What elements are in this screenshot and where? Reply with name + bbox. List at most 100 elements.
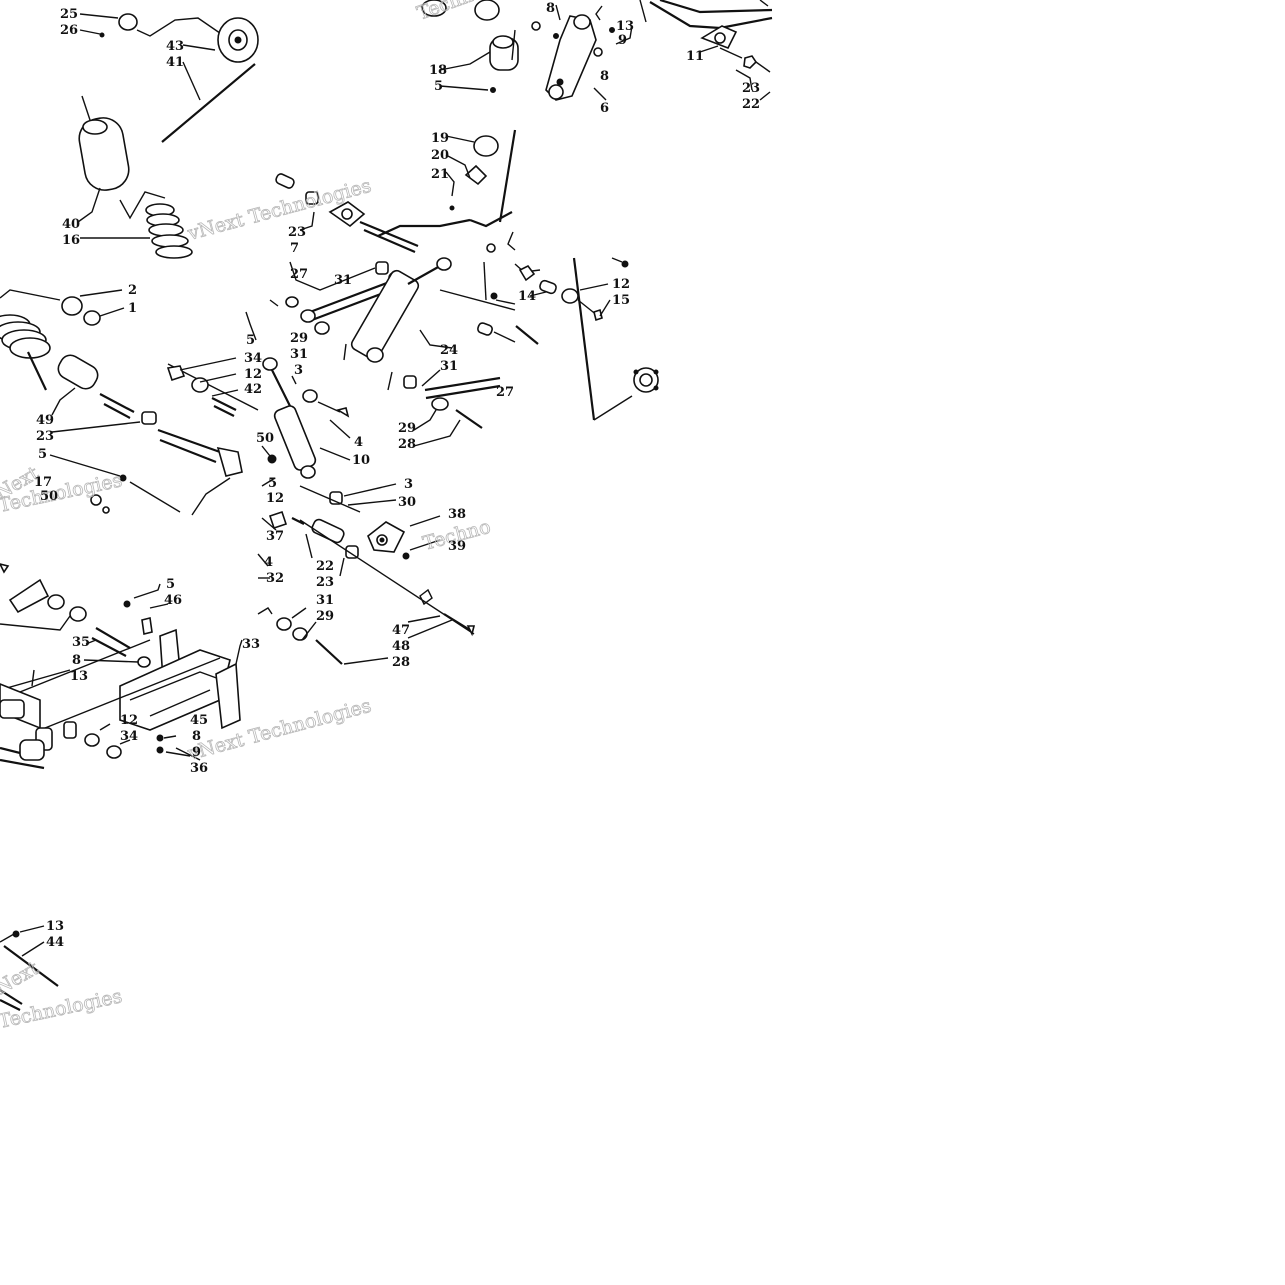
callout-label: 24 (440, 343, 458, 358)
bolt-part (315, 639, 343, 665)
callout-label: 23 (316, 575, 334, 590)
callout-label: 22 (316, 559, 334, 574)
damper-part (262, 357, 317, 479)
callout-label: 5 (166, 577, 175, 592)
callout-label: 21 (431, 167, 449, 182)
callout-label: 27 (496, 385, 514, 400)
callout-label: 32 (266, 571, 284, 586)
watermark-text: Technologies (0, 985, 124, 1033)
callout-label: 34 (120, 729, 138, 744)
spacer-tube-part (95, 627, 131, 649)
callout-label: 2 (128, 283, 137, 298)
callout-label: 11 (686, 49, 704, 64)
tile-center (261, 257, 516, 513)
callout-label: 29 (398, 421, 416, 436)
callout-label: 36 (190, 761, 208, 776)
callout-label: 39 (448, 539, 466, 554)
callout-label: 10 (352, 453, 370, 468)
callout-label: 30 (398, 495, 416, 510)
callout-label: 42 (244, 382, 262, 397)
pivot-arm-part (545, 14, 597, 101)
mounting-bracket-part (8, 578, 50, 614)
collar-part (61, 296, 83, 316)
callout-label: 9 (618, 33, 627, 48)
callout-label: 34 (244, 351, 262, 366)
callout-label: 47 (392, 623, 410, 638)
callout-label: 50 (40, 489, 58, 504)
callout-label: 4 (354, 435, 363, 450)
callout-label: 5 (246, 333, 255, 348)
callout-label: 14 (518, 289, 536, 304)
bushing-part (118, 13, 138, 31)
callout-label: 16 (62, 233, 80, 248)
callout-label: 12 (120, 713, 138, 728)
callout-label: 23 (36, 429, 54, 444)
callout-label: 25 (60, 7, 78, 22)
callout-label: 23 (288, 225, 306, 240)
callout-label: 33 (242, 637, 260, 652)
callout-label: 31 (290, 347, 308, 362)
callout-label: 35 (72, 635, 90, 650)
tile-lower-fragment (0, 925, 59, 1011)
grommet-part (473, 135, 499, 157)
callout-label: 41 (166, 55, 184, 70)
callout-label: 31 (316, 593, 334, 608)
callout-label: 13 (616, 19, 634, 34)
callout-label: 3 (404, 477, 413, 492)
callout-label: 8 (72, 653, 81, 668)
callout-label: 31 (334, 273, 352, 288)
callout-label: 29 (316, 609, 334, 624)
callout-label: 13 (46, 919, 64, 934)
cross-shaft-part (157, 428, 221, 464)
tile-top-left (77, 13, 259, 259)
lower-link-rod-part (424, 376, 501, 392)
shaft-bushing-part (57, 354, 99, 390)
callout-label: 12 (244, 367, 262, 382)
callout-label: 50 (256, 431, 274, 446)
watermark-text: Next (0, 957, 43, 999)
callout-label: 48 (392, 639, 410, 654)
callout-label: 7 (290, 241, 299, 256)
callout-label: 49 (36, 413, 54, 428)
spring-part (145, 203, 193, 259)
callout-label: 43 (166, 39, 184, 54)
callout-label: 4 (264, 555, 273, 570)
callout-label: 6 (600, 101, 609, 116)
callout-labels: 25 26 43 41 40 16 18 5 19 20 21 23 7 27 … (34, 1, 760, 950)
callout-label: 20 (431, 148, 449, 163)
callout-label: 29 (290, 331, 308, 346)
callout-label: 8 (600, 69, 609, 84)
callout-label: 15 (612, 293, 630, 308)
callout-label: 5 (434, 79, 443, 94)
callout-label: 28 (392, 655, 410, 670)
callout-label: 23 (742, 81, 760, 96)
callout-label: 38 (448, 507, 466, 522)
callout-label: 17 (34, 475, 52, 490)
tile-top-middle (275, 0, 519, 254)
callout-label: 31 (440, 359, 458, 374)
rod-part (161, 63, 256, 143)
axle-mount-part (367, 521, 406, 553)
callout-label: 5 (268, 476, 277, 491)
callout-label: 12 (612, 277, 630, 292)
callout-label: 26 (60, 23, 78, 38)
callout-label: 37 (266, 529, 284, 544)
callout-label: 9 (192, 745, 201, 760)
callout-label: 45 (190, 713, 208, 728)
callout-label: 8 (192, 729, 201, 744)
callout-label: 1 (128, 301, 137, 316)
callout-label: 40 (62, 217, 80, 232)
tile-bottom-left (0, 563, 243, 770)
tile-middle-left (0, 289, 259, 516)
callout-label: 8 (546, 1, 555, 16)
torsion-spring-part (0, 314, 51, 391)
watermark-text: vNext Technologies (185, 695, 374, 765)
callout-label: 3 (294, 363, 303, 378)
callout-label: 13 (70, 669, 88, 684)
callout-label: 5 (38, 447, 47, 462)
callout-label: 28 (398, 437, 416, 452)
callout-label: 46 (164, 593, 182, 608)
tile-middle-right (514, 257, 659, 421)
rear-bracket-part (119, 628, 241, 731)
